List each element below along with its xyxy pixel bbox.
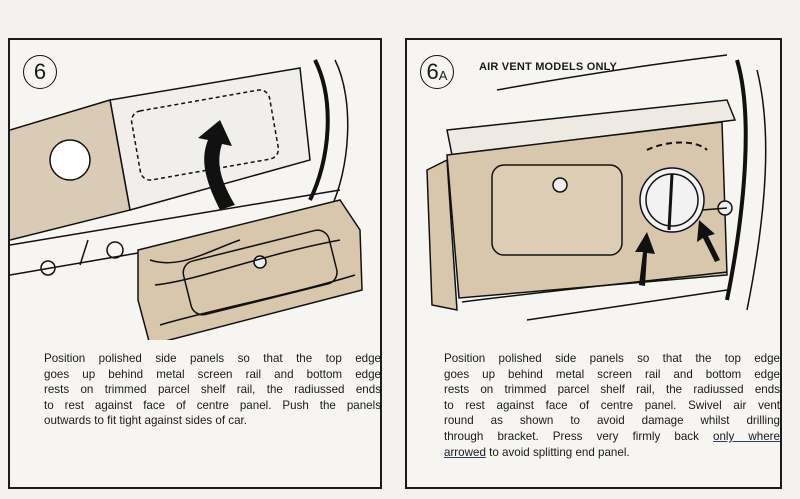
step-number: 6 xyxy=(426,59,439,84)
instruction-line: arrowed to avoid splitting end panel. xyxy=(444,445,780,461)
underlined-emphasis: arrowed xyxy=(444,445,486,459)
step-6a-illustration xyxy=(426,54,767,321)
instruction-text-plain: through bracket. Press very firmly back xyxy=(444,429,714,443)
instruction-line: rests on trimmed parcel shelf rail, the … xyxy=(444,383,780,397)
instruction-text: Position polished side panels so that th… xyxy=(444,351,780,460)
instruction-line: Position polished side panels so that th… xyxy=(444,352,780,365)
instruction-line: rests on trimmed parcel shelf rail, the … xyxy=(44,383,381,397)
instruction-line: through bracket. Press very firmly back … xyxy=(444,429,780,445)
underlined-emphasis: only where xyxy=(713,429,780,443)
instruction-line: to rest against face of centre panel. Pu… xyxy=(44,398,381,412)
instruction-line: outwards to fit tight against sides of c… xyxy=(44,414,247,428)
step-heading: AIR VENT MODELS ONLY xyxy=(479,61,618,73)
instruction-line: round as shown to avoid damage whilst dr… xyxy=(444,414,780,428)
instruction-text-plain: to avoid splitting end panel. xyxy=(485,445,630,459)
instruction-line: goes up behind metal screen rail and bot… xyxy=(444,367,780,381)
instruction-line: Position polished side panels so that th… xyxy=(44,352,381,365)
step-number-badge: 6 xyxy=(23,55,57,89)
step-suffix: A xyxy=(438,67,448,83)
instruction-line: to rest against face of centre panel. Sw… xyxy=(444,398,780,412)
step-6-illustration xyxy=(10,59,363,340)
step-6-panel: 6 Position polished side panels so that … xyxy=(8,38,382,489)
step-number: 6 xyxy=(33,59,47,84)
instruction-line: goes up behind metal screen rail and bot… xyxy=(44,367,381,381)
instruction-text: Position polished side panels so that th… xyxy=(44,351,381,429)
